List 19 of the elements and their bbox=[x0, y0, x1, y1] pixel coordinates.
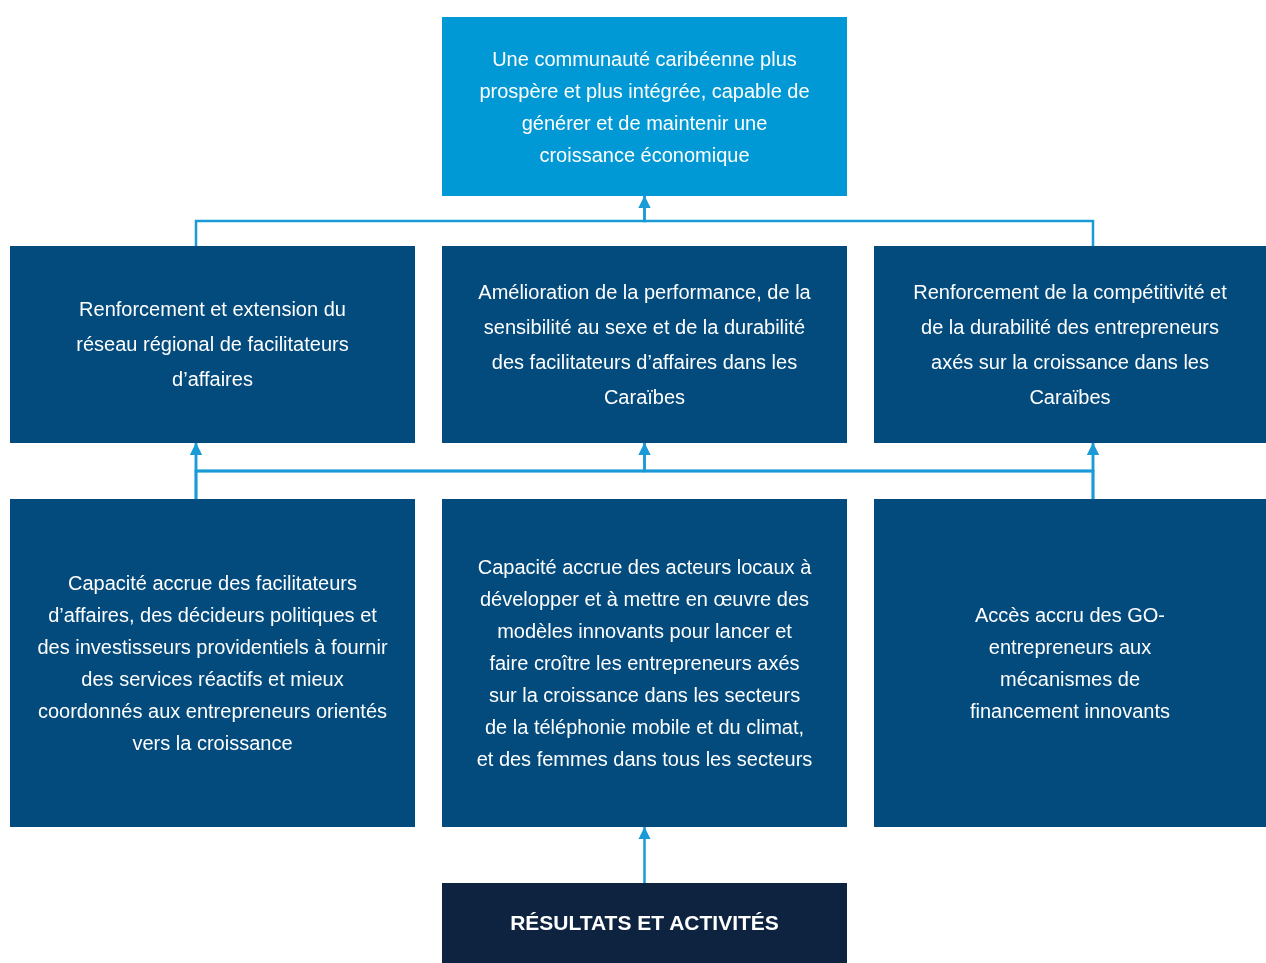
output-box bbox=[10, 499, 415, 827]
box-text: RÉSULTATS ET ACTIVITÉS bbox=[510, 910, 779, 936]
arrow bbox=[638, 196, 1095, 246]
goal-box bbox=[442, 17, 847, 196]
box-text: Accès accru des GO-entrepreneurs aux mécanismes de financement innovants bbox=[968, 603, 1172, 724]
box-text: Amélioration de la performance, de la sensibilité au sexe et de la durabilité des facilitateurs d’affaires dans les Caraïbes bbox=[478, 279, 811, 410]
box-text: Renforcement de la compétitivité et de la durabilité des entrepreneurs axés sur la croissance dans les Caraïbes bbox=[912, 279, 1228, 410]
box-text: Renforcement et extension du réseau régional de facilitateurs d’affaires bbox=[75, 297, 350, 392]
outcome-box bbox=[10, 246, 415, 443]
arrow bbox=[638, 827, 651, 883]
arrow bbox=[1087, 443, 1099, 499]
output-box bbox=[442, 499, 847, 827]
box-text: Une communauté caribéenne plus prospère et plus intégrée, capable de générer et de maintenir une croissance économique bbox=[478, 46, 811, 168]
box-text: Capacité accrue des facilitateurs d’affaires, des décideurs politiques et des investisseurs providentiels à fournir des services réactifs et mieux coordonnés aux entrepreneurs orientés vers la croissance bbox=[36, 571, 389, 756]
box-text: Capacité accrue des acteurs locaux à développer et à mettre en œuvre des modèles innovants pour lancer et faire croître les entrepreneurs axés sur la croissance dans les secteurs de la téléphonie mobile et du climat, et des femmes dans tous les secteurs bbox=[476, 555, 813, 772]
outcome-box bbox=[442, 246, 847, 443]
outcome-box bbox=[874, 246, 1266, 443]
base-box bbox=[442, 883, 847, 963]
output-box bbox=[874, 499, 1266, 827]
